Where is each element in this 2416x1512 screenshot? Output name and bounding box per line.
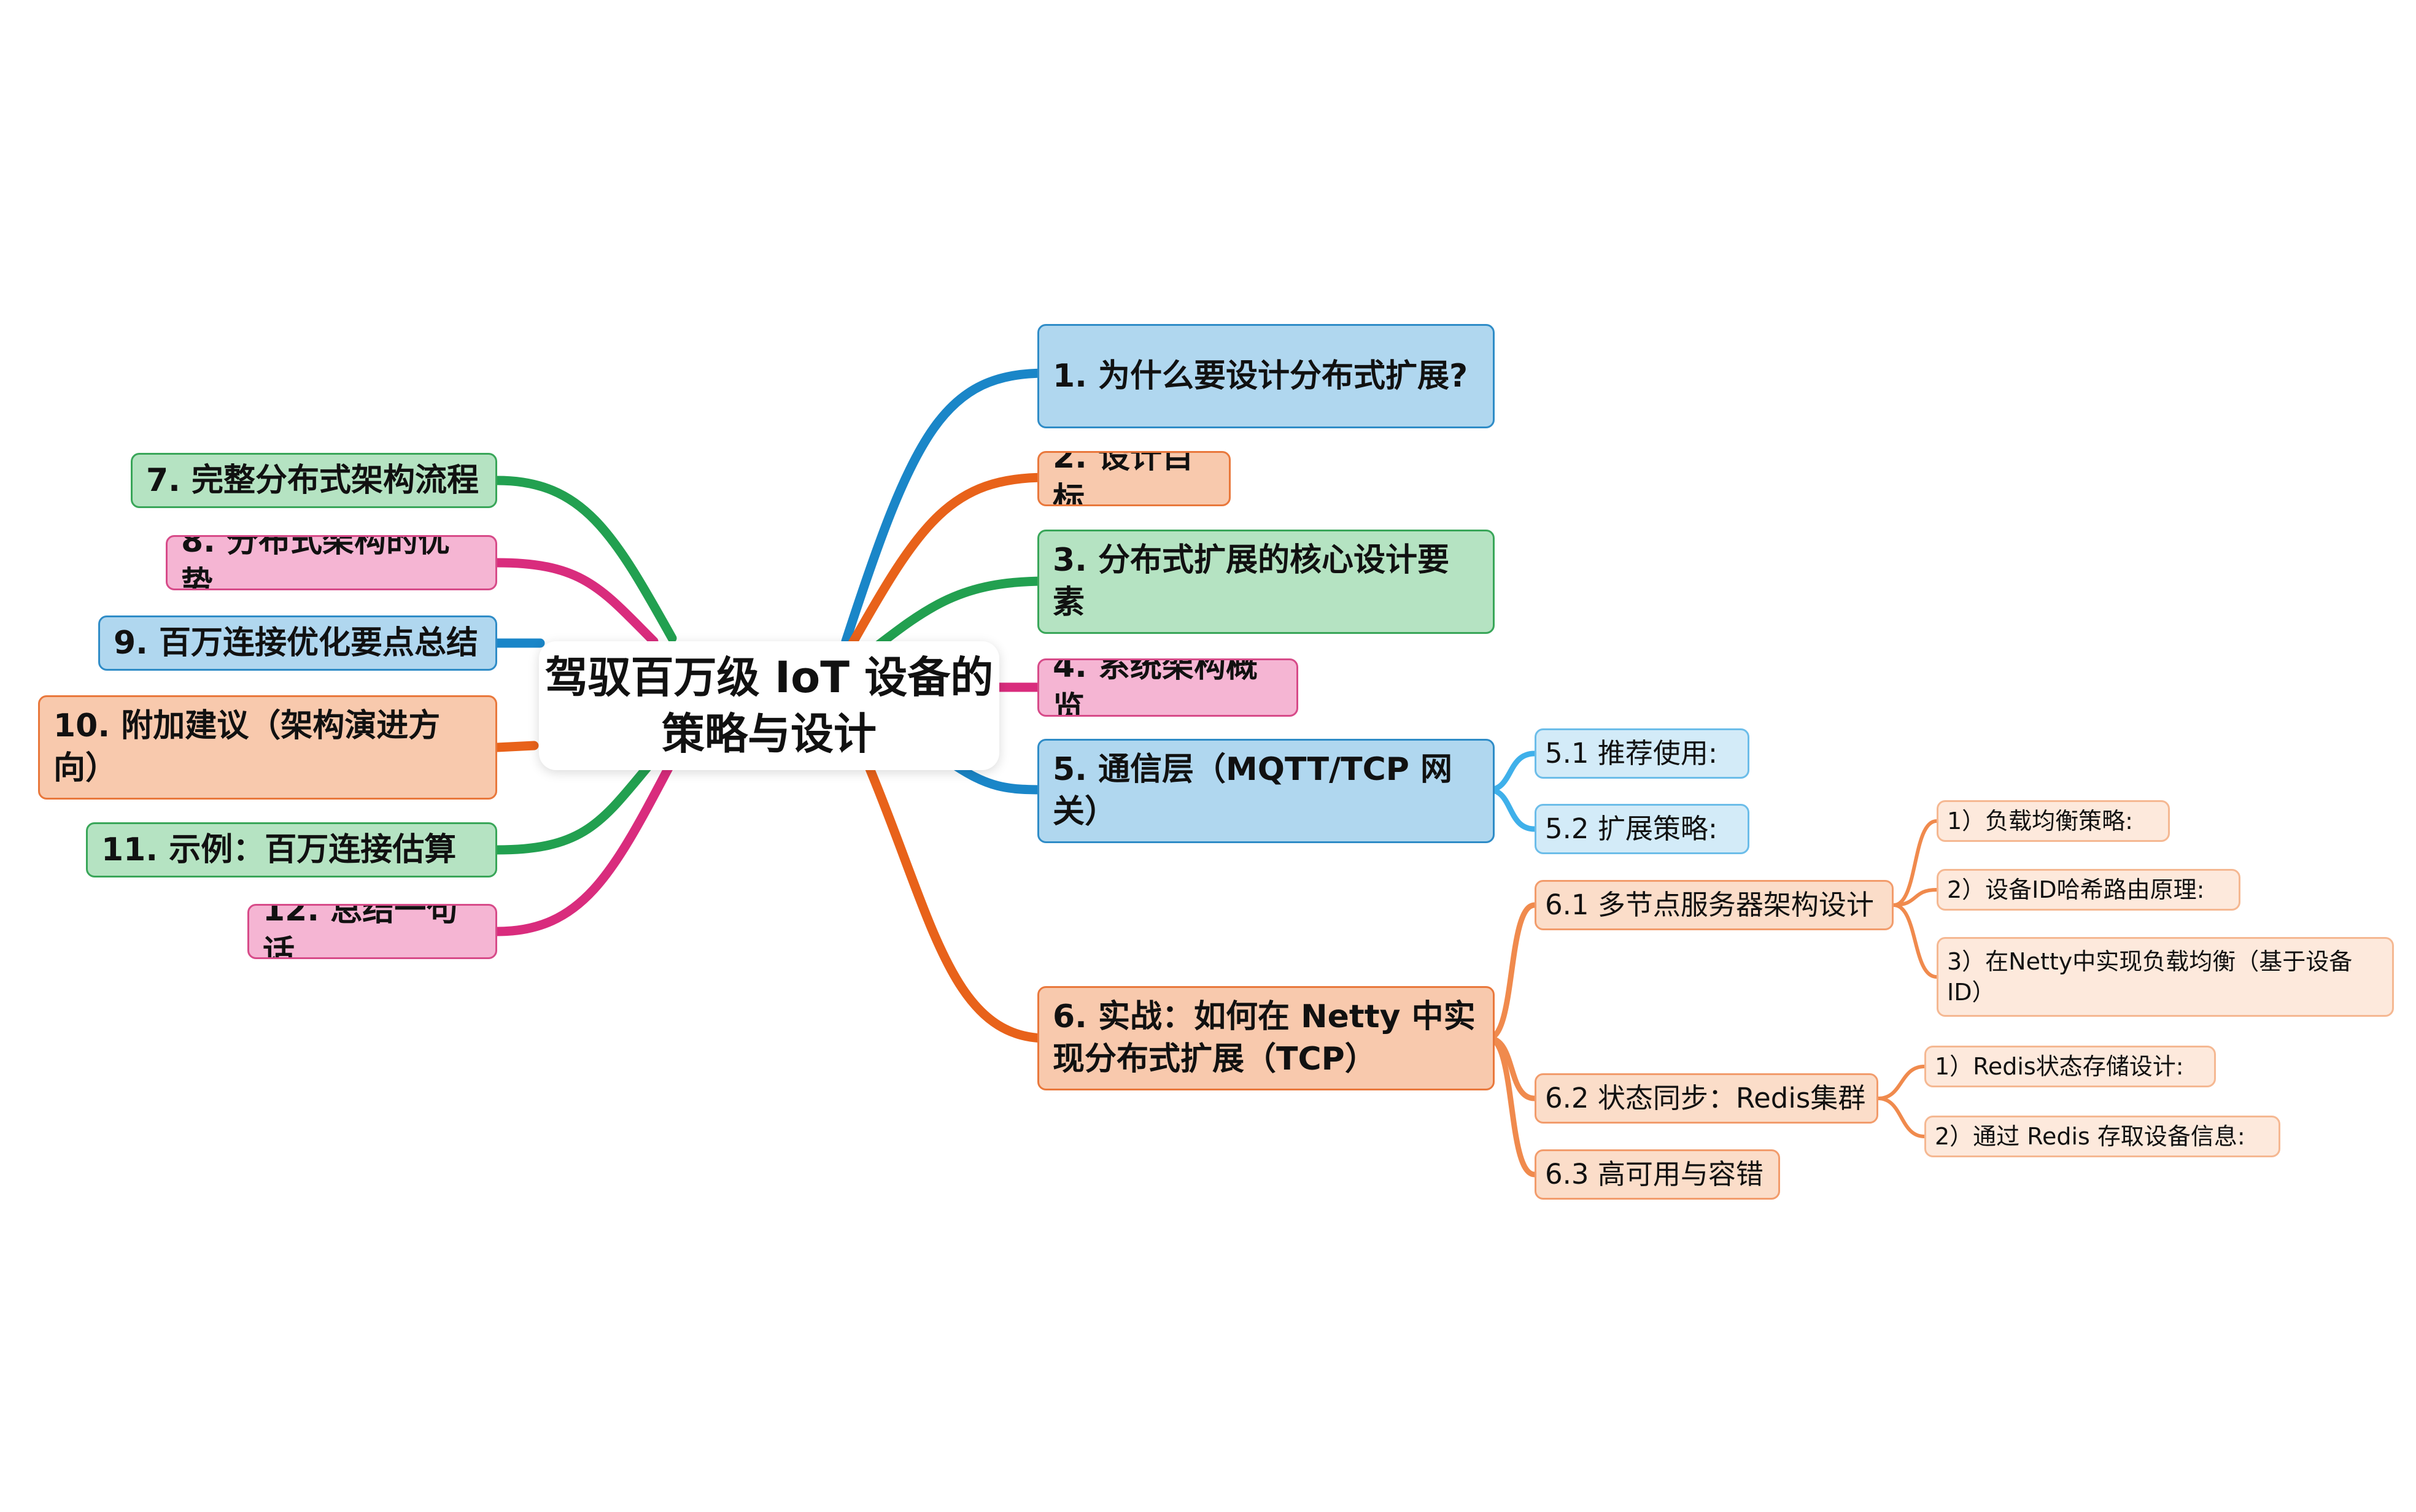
branch-11[interactable]: 11. 示例：百万连接估算 bbox=[86, 822, 497, 878]
branch-1-label: 1. 为什么要设计分布式扩展? bbox=[1053, 357, 1468, 395]
node-6-1-3-label: 3）在Netty中实现负载均衡（基于设备ID） bbox=[1947, 947, 2353, 1006]
node-6-3-label: 6.3 高可用与容错 bbox=[1545, 1158, 1764, 1191]
node-6-2-2[interactable]: 2）通过 Redis 存取设备信息: bbox=[1924, 1116, 2280, 1157]
node-6-1-1[interactable]: 1）负载均衡策略: bbox=[1937, 800, 2170, 842]
link-6-1-3 bbox=[1892, 903, 1938, 979]
branch-7-label: 7. 完整分布式架构流程 bbox=[146, 461, 479, 499]
link-root-3 bbox=[854, 576, 1051, 665]
link-root-6 bbox=[864, 761, 1051, 1043]
branch-1[interactable]: 1. 为什么要设计分布式扩展? bbox=[1037, 324, 1495, 428]
branch-6[interactable]: 6. 实战：如何在 Netty 中实现分布式扩展（TCP） bbox=[1037, 986, 1495, 1090]
node-5-1-label: 5.1 推荐使用: bbox=[1545, 737, 1718, 770]
branch-11-label: 11. 示例：百万连接估算 bbox=[101, 831, 457, 868]
link-6-1 bbox=[1485, 902, 1538, 1041]
root-topic-label: 驾驭百万级 IoT 设备的策略与设计 bbox=[544, 652, 994, 759]
node-6-3[interactable]: 6.3 高可用与容错 bbox=[1535, 1149, 1780, 1200]
branch-9-label: 9. 百万连接优化要点总结 bbox=[114, 624, 479, 662]
branch-6-label: 6. 实战：如何在 Netty 中实现分布式扩展（TCP） bbox=[1053, 998, 1476, 1078]
branch-2[interactable]: 2. 设计目标 bbox=[1037, 451, 1231, 506]
link-root-11 bbox=[492, 762, 652, 855]
link-5-2 bbox=[1485, 787, 1538, 832]
link-6-1-2 bbox=[1892, 888, 1938, 907]
branch-2-label: 2. 设计目标 bbox=[1053, 451, 1194, 506]
node-6-2[interactable]: 6.2 状态同步：Redis集群 bbox=[1535, 1073, 1878, 1124]
node-6-2-label: 6.2 状态同步：Redis集群 bbox=[1545, 1082, 1866, 1115]
branch-3-label: 3. 分布式扩展的核心设计要素 bbox=[1053, 542, 1450, 621]
link-root-1 bbox=[841, 368, 1051, 646]
node-6-1-3[interactable]: 3）在Netty中实现负载均衡（基于设备ID） bbox=[1937, 937, 2394, 1017]
link-6-3 bbox=[1485, 1035, 1538, 1178]
branch-5-label: 5. 通信层（MQTT/TCP 网关） bbox=[1053, 751, 1452, 830]
branch-12[interactable]: 12. 总结一句话 bbox=[247, 904, 497, 959]
node-6-1[interactable]: 6.1 多节点服务器架构设计 bbox=[1535, 880, 1894, 930]
link-6-1-1 bbox=[1892, 819, 1938, 907]
node-6-1-2[interactable]: 2）设备ID哈希路由原理: bbox=[1937, 869, 2240, 911]
link-root-2 bbox=[845, 472, 1051, 652]
branch-3[interactable]: 3. 分布式扩展的核心设计要素 bbox=[1037, 530, 1495, 634]
node-6-2-1-label: 1）Redis状态存储设计: bbox=[1935, 1052, 2184, 1080]
node-6-2-1[interactable]: 1）Redis状态存储设计: bbox=[1924, 1046, 2216, 1087]
branch-5[interactable]: 5. 通信层（MQTT/TCP 网关） bbox=[1037, 739, 1495, 843]
link-root-7 bbox=[492, 476, 677, 643]
node-6-1-label: 6.1 多节点服务器架构设计 bbox=[1545, 889, 1874, 922]
branch-9[interactable]: 9. 百万连接优化要点总结 bbox=[98, 615, 497, 671]
node-6-1-2-label: 2）设备ID哈希路由原理: bbox=[1947, 876, 2205, 903]
link-root-8 bbox=[492, 558, 659, 646]
node-6-1-1-label: 1）负载均衡策略: bbox=[1947, 807, 2133, 835]
node-5-2[interactable]: 5.2 扩展策略: bbox=[1535, 804, 1749, 854]
node-6-2-2-label: 2）通过 Redis 存取设备信息: bbox=[1935, 1122, 2245, 1150]
branch-4-label: 4. 系统架构概览 bbox=[1053, 658, 1258, 717]
branch-8[interactable]: 8. 分布式架构的优势 bbox=[166, 535, 497, 590]
link-root-10 bbox=[492, 741, 539, 752]
branch-12-label: 12. 总结一句话 bbox=[263, 904, 459, 959]
link-6-2-2 bbox=[1876, 1097, 1926, 1138]
branch-10-label: 10. 附加建议（架构演进方向） bbox=[53, 708, 441, 787]
branch-8-label: 8. 分布式架构的优势 bbox=[181, 535, 451, 590]
branch-4[interactable]: 4. 系统架构概览 bbox=[1037, 658, 1298, 717]
branch-10[interactable]: 10. 附加建议（架构演进方向） bbox=[38, 695, 497, 800]
link-6-2-1 bbox=[1876, 1065, 1926, 1100]
root-topic[interactable]: 驾驭百万级 IoT 设备的策略与设计 bbox=[539, 641, 999, 770]
link-5-1 bbox=[1485, 750, 1538, 793]
node-5-2-label: 5.2 扩展策略: bbox=[1545, 812, 1718, 846]
link-root-12 bbox=[492, 762, 674, 936]
node-5-1[interactable]: 5.1 推荐使用: bbox=[1535, 728, 1749, 779]
branch-7[interactable]: 7. 完整分布式架构流程 bbox=[131, 453, 497, 508]
